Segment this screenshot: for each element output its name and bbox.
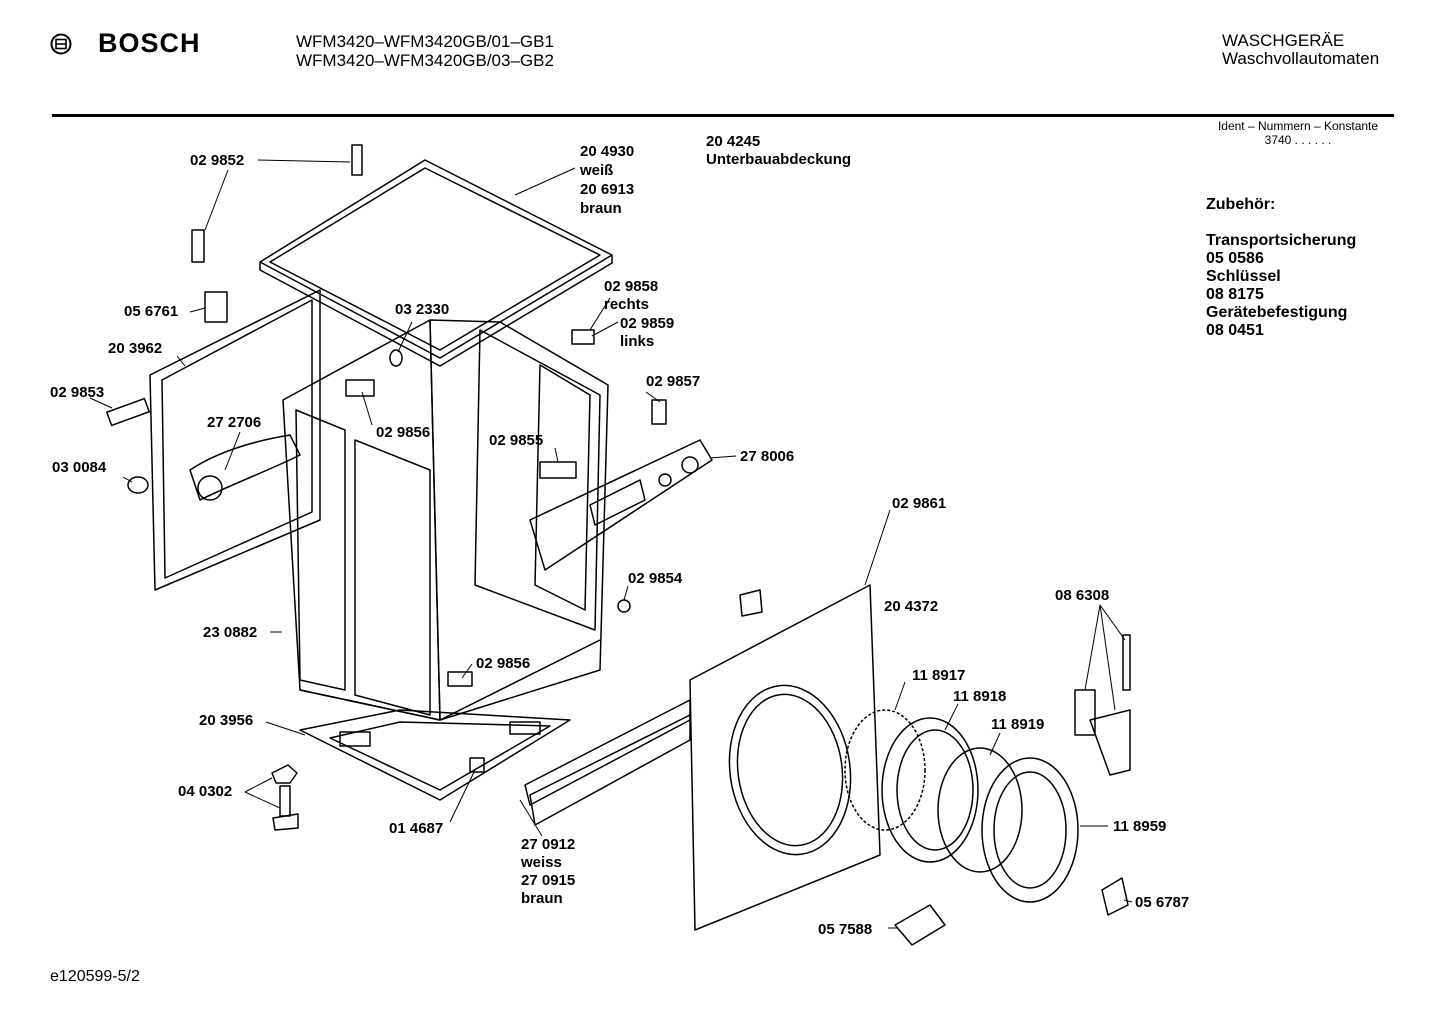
accessory-name: Transportsicherung [1206,232,1357,249]
header-divider [52,114,1394,117]
part-label: 02 9853 [50,384,105,401]
accessory-name: Gerätebefestigung [1206,304,1348,321]
accessory-number: 08 8175 [1206,286,1264,303]
ident-value: 3740 . . . . . . [1264,133,1332,147]
document-code: e120599-5/2 [50,968,140,985]
ident-label: Ident – Nummern – Konstante [1217,119,1379,133]
part-label: 27 8006 [740,448,795,465]
accessory-number: 05 0586 [1206,250,1264,267]
part-label: 11 8959 [1113,818,1167,835]
part-label: 02 9858 rechts [604,278,659,313]
cabinet-frame [282,319,609,721]
door-assembly [844,709,1079,903]
accessories-title: Zubehör: [1206,196,1276,213]
part-label: 05 6761 [124,303,179,320]
part-label: 02 9856 [476,655,531,672]
front-panel [689,584,881,931]
part-label: 02 9856 [376,424,431,441]
ident-block: Ident – Nummern – Konstante 3740 . . . .… [1198,119,1398,147]
accessories-block: Zubehör: Transportsicherung 05 0586 Schl… [1206,196,1356,340]
plinth-strip [524,699,691,826]
part-label: 02 9859 links [620,315,675,350]
part-label: 03 2330 [395,301,450,318]
part-label: 27 2706 [207,414,262,431]
part-label: 20 3962 [108,340,163,357]
part-label: 23 0882 [203,624,258,641]
brand-name: BOSCH [98,28,201,58]
part-label: 01 4687 [389,820,444,837]
model-line-2: WFM3420–WFM3420GB/03–GB2 [296,51,554,70]
part-label: 05 7588 [818,921,873,938]
base-plate [299,709,571,801]
part-label: 08 6308 [1055,587,1110,604]
part-label: 11 8917 [912,667,966,684]
part-label: 20 4930 weiß 20 6913 braun [580,143,635,217]
part-label: 04 0302 [178,783,233,800]
part-label: 20 3956 [199,712,254,729]
part-label: 02 9857 [646,373,701,390]
leader-lines [89,159,1133,929]
control-panel-bracket [529,439,713,571]
part-label: 20 4245 Unterbauabdeckung [706,133,852,168]
accessory-number: 08 0451 [1206,322,1264,339]
part-label: 11 8918 [953,688,1007,705]
part-label: 02 9861 [892,495,947,512]
part-label: 27 0912 weiss 27 0915 braun [521,836,576,907]
hinge-parts [1074,634,1131,776]
part-label: 05 6787 [1135,894,1190,911]
part-label: 02 9854 [628,570,683,587]
category-title: WASCHGERÄE [1222,31,1345,50]
bosch-armature-icon [50,33,72,54]
category-subtitle: Waschvollautomaten [1222,49,1380,68]
part-label: 02 9855 [489,432,544,449]
part-label: 11 8919 [991,716,1045,733]
top-lid [259,159,613,367]
left-side-panel [149,289,321,591]
brand-logo: BOSCH [50,28,201,59]
model-line-1: WFM3420–WFM3420GB/01–GB1 [296,32,554,51]
accessory-name: Schlüssel [1206,268,1281,285]
part-label: 03 0084 [52,459,107,476]
part-label: 02 9852 [190,152,245,169]
part-label: 20 4372 [884,598,939,615]
